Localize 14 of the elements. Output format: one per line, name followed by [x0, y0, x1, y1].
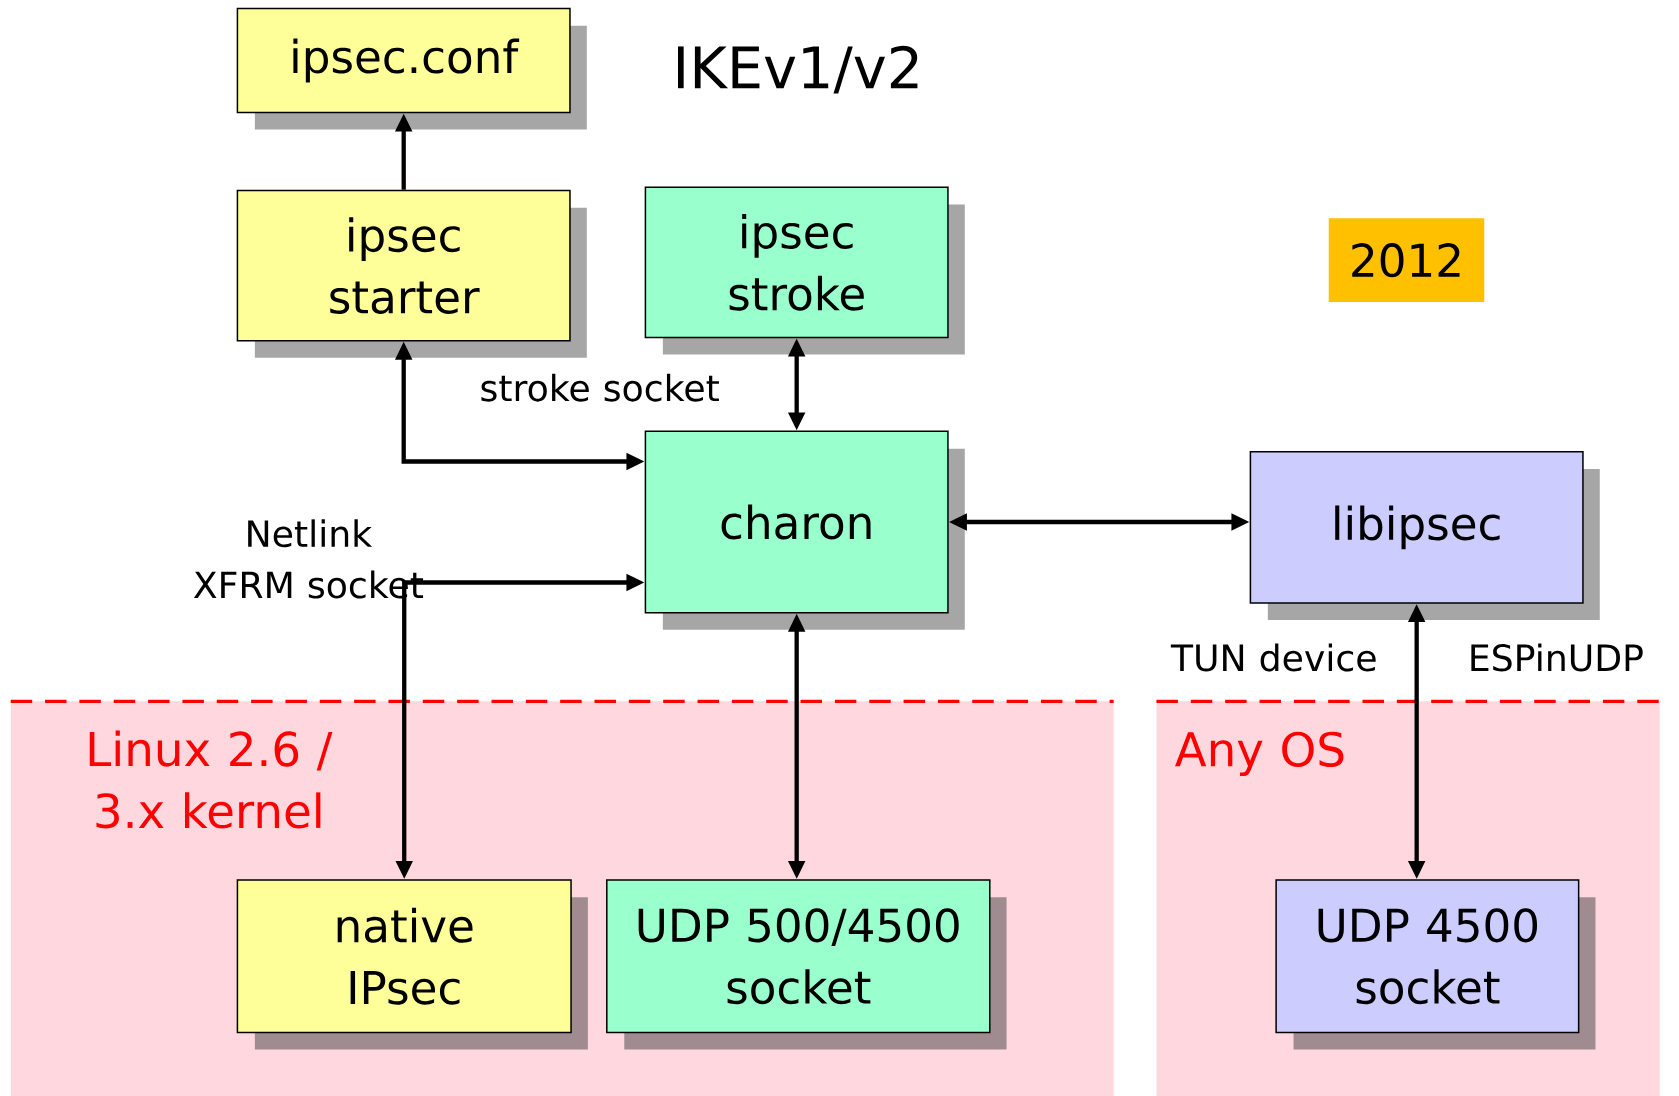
- connector-label: TUN device: [1170, 643, 1376, 672]
- socket-box: UDP 500/4500 socket: [606, 879, 1007, 1050]
- process-box: ipsec stroke: [644, 186, 965, 355]
- process-box: ipsec starter: [236, 189, 587, 358]
- library-box: libipsec: [1249, 450, 1600, 620]
- year-badge: 2012: [1328, 218, 1485, 302]
- connector-label: Netlink XFRM socket: [193, 519, 424, 599]
- title: IKEv1/v2: [678, 45, 918, 94]
- connector-label: stroke socket: [481, 373, 719, 402]
- module-box: native IPsec: [236, 879, 588, 1050]
- connector-label: ESPinUDP: [1471, 643, 1643, 672]
- file-box: ipsec.conf: [236, 7, 587, 130]
- socket-box: UDP 4500 socket: [1275, 879, 1596, 1050]
- process-box: charon: [644, 430, 965, 630]
